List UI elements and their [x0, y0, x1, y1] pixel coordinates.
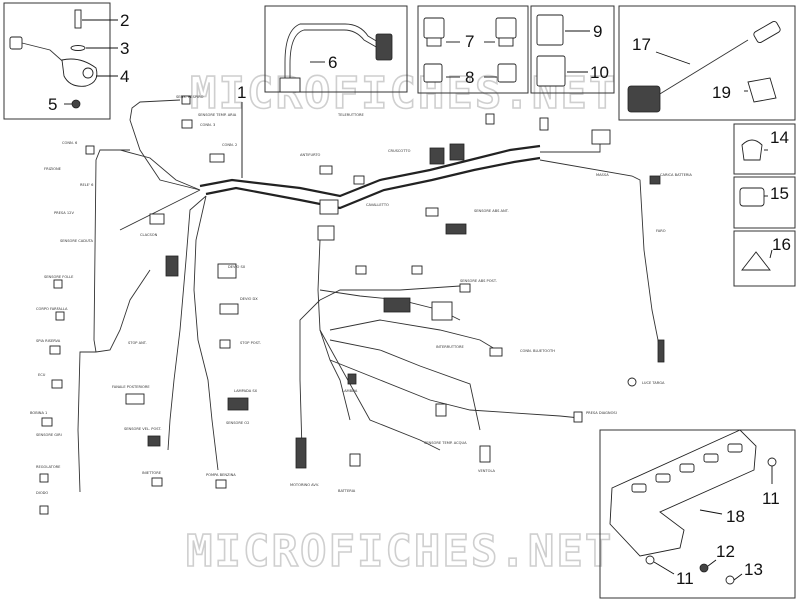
svg-text:VENTOLA: VENTOLA: [478, 469, 496, 473]
callout-19: 19: [712, 83, 731, 102]
callout-4: 4: [120, 67, 129, 86]
inset-box-parts-17-19: [618, 5, 796, 121]
svg-text:RELE' 6: RELE' 6: [80, 183, 94, 187]
svg-text:CAVALLETTO: CAVALLETTO: [366, 203, 389, 207]
cable-part-17: [627, 20, 781, 113]
svg-text:LUCE TARGA: LUCE TARGA: [642, 381, 665, 385]
callout-9: 9: [593, 22, 602, 41]
svg-text:SENSORE TEMP. ARIA: SENSORE TEMP. ARIA: [198, 113, 237, 117]
watermark-bottom: MICROFICHES.NET: [186, 526, 613, 577]
svg-text:CLACSON: CLACSON: [140, 233, 158, 237]
svg-text:PRESA DIAGNOSI: PRESA DIAGNOSI: [586, 411, 617, 415]
cable-harness-part-6: [279, 23, 393, 93]
svg-text:BATTERIA: BATTERIA: [338, 489, 356, 493]
svg-text:STOP ANT.: STOP ANT.: [128, 341, 147, 345]
svg-text:SENSORE GIRI: SENSORE GIRI: [36, 433, 62, 437]
callout-3: 3: [120, 39, 129, 58]
bracket-part-18: [609, 429, 777, 585]
svg-text:INTERRUTTORE: INTERRUTTORE: [436, 345, 464, 349]
svg-text:POMPA BENZINA: POMPA BENZINA: [206, 473, 236, 477]
svg-text:SENSORE CADUTA: SENSORE CADUTA: [60, 239, 94, 243]
callout-12: 12: [716, 542, 735, 561]
connectors: [39, 95, 665, 515]
svg-text:CONN. 3: CONN. 3: [200, 123, 215, 127]
main-wiring-harness: [77, 99, 661, 493]
callout-16: 16: [772, 235, 791, 254]
inset-box-part-16: [733, 230, 796, 287]
svg-text:CONN. 6: CONN. 6: [62, 141, 78, 145]
relays-9-10: [536, 14, 566, 87]
inset-box-parts-2-5: [3, 2, 111, 120]
clip-15: [739, 187, 765, 207]
inset-box-bracket-18: [599, 429, 796, 599]
svg-text:BOBINA 1: BOBINA 1: [30, 411, 47, 415]
svg-text:SPIA RISERVA: SPIA RISERVA: [36, 339, 61, 343]
svg-text:SENSORE FOLLE: SENSORE FOLLE: [44, 275, 74, 279]
svg-text:INIETTORE: INIETTORE: [142, 471, 162, 475]
svg-text:DEVIO DX: DEVIO DX: [240, 297, 258, 301]
svg-text:MOTORINO AVV.: MOTORINO AVV.: [290, 483, 319, 487]
svg-text:REGOLATORE: REGOLATORE: [36, 465, 61, 469]
svg-text:PRESA 12V: PRESA 12V: [54, 211, 74, 215]
callout-11-right: 11: [762, 489, 780, 508]
svg-text:STOP POST.: STOP POST.: [240, 341, 261, 345]
inset-box-relays-7-8: [417, 5, 529, 94]
svg-text:SENSORE ABS ANT.: SENSORE ABS ANT.: [474, 209, 509, 213]
relays-7-8: [423, 17, 517, 83]
callout-1: 1: [237, 83, 246, 102]
svg-text:SENS. RESPIRO: SENS. RESPIRO: [176, 95, 204, 99]
callout-18: 18: [726, 507, 745, 526]
clip-16: [741, 251, 771, 271]
svg-text:SENSORE ABS POST.: SENSORE ABS POST.: [460, 279, 497, 283]
svg-text:LAMPADA SX: LAMPADA SX: [234, 389, 258, 393]
callout-10: 10: [590, 63, 609, 82]
svg-text:CARICA BATTERIA: CARICA BATTERIA: [660, 173, 692, 177]
svg-text:CONN. 2: CONN. 2: [222, 143, 237, 147]
svg-text:TELERUTTORE: TELERUTTORE: [337, 113, 365, 117]
svg-text:DIODO: DIODO: [36, 491, 48, 495]
svg-text:FANALE POSTERIORE: FANALE POSTERIORE: [112, 385, 150, 389]
callout-8: 8: [465, 68, 474, 87]
svg-text:SENSORE O2: SENSORE O2: [226, 421, 249, 425]
callout-11-bottom: 11: [676, 569, 694, 588]
connector-label-group: SENS. RESPIRO SENSORE TEMP. ARIA CONN. 3…: [30, 95, 692, 495]
svg-text:MASSA: MASSA: [596, 173, 609, 177]
svg-text:ECU: ECU: [38, 373, 46, 377]
svg-text:FARO: FARO: [656, 229, 666, 233]
svg-text:CRUSCOTTO: CRUSCOTTO: [388, 149, 411, 153]
callout-7: 7: [465, 32, 474, 51]
callout-13: 13: [744, 560, 763, 579]
callout-15: 15: [770, 184, 789, 203]
callout-6: 6: [328, 53, 337, 72]
svg-text:FRIZIONE: FRIZIONE: [44, 167, 62, 171]
svg-text:ANTIFURTO: ANTIFURTO: [300, 153, 321, 157]
callout-17: 17: [632, 35, 651, 54]
inset-box-part-6: [264, 5, 408, 93]
svg-text:SENSORE TEMP. ACQUA: SENSORE TEMP. ACQUA: [424, 441, 467, 445]
svg-text:CORPO FARFALLA: CORPO FARFALLA: [36, 307, 68, 311]
svg-text:LAMBDA: LAMBDA: [342, 389, 358, 393]
callout-14: 14: [770, 128, 789, 147]
callout-5: 5: [48, 95, 57, 114]
callout-2: 2: [120, 11, 129, 30]
svg-text:CONN. BLUETOOTH: CONN. BLUETOOTH: [520, 349, 555, 353]
svg-text:SENSORE VEL. POST.: SENSORE VEL. POST.: [124, 427, 162, 431]
inset-box-part-15: [733, 176, 796, 229]
clip-14: [741, 139, 763, 161]
sensor-assembly: [9, 9, 98, 109]
svg-text:DEVIO SX: DEVIO SX: [228, 265, 246, 269]
inset-box-relays-9-10: [530, 5, 615, 94]
inset-box-part-14: [733, 123, 796, 175]
